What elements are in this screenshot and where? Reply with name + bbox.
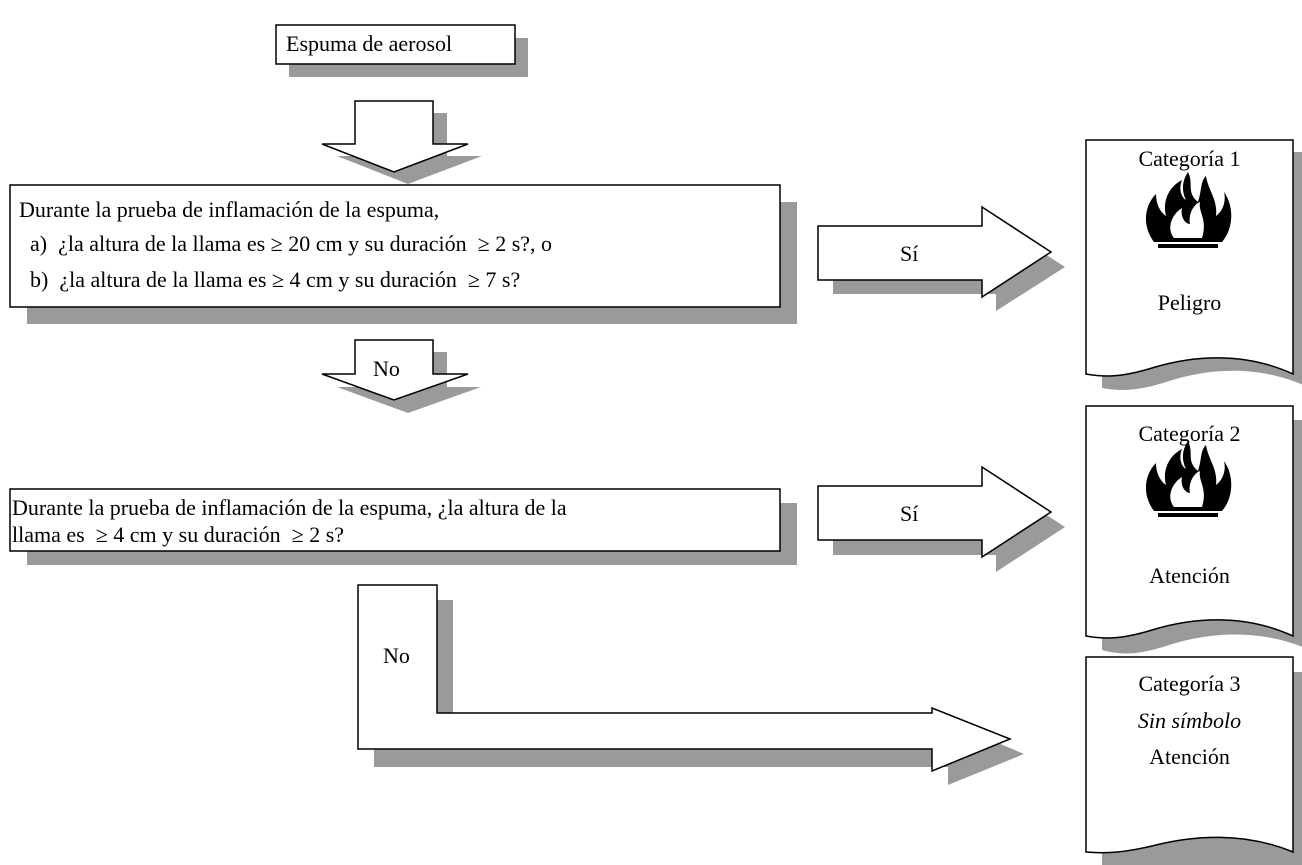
category-3-signal-word: Atención: [1149, 744, 1230, 769]
no-label-1: No: [373, 356, 400, 381]
question-2-line-1: Durante la prueba de inflamación de la e…: [12, 495, 567, 520]
no-label-2: No: [383, 643, 410, 668]
start-box: [275, 24, 528, 77]
category-3-label: Categoría 3: [1138, 671, 1241, 696]
down-arrow-start: [321, 100, 482, 184]
outcome-category-2: [1085, 405, 1302, 654]
question-1-box: [9, 184, 797, 324]
yes-label-1: Sí: [900, 241, 919, 266]
category-3-symbol-text: Sin símbolo: [1137, 708, 1242, 733]
outcome-category-1: [1085, 139, 1302, 390]
yes-arrow-2: [817, 465, 1065, 572]
yes-label-2: Sí: [900, 501, 919, 526]
category-1-label: Categoría 1: [1138, 146, 1241, 171]
question-1-line-1: Durante la prueba de inflamación de la e…: [19, 197, 440, 222]
no-arrow-2: [357, 584, 1024, 785]
outcome-category-3: [1085, 656, 1302, 865]
no-arrow-1: [321, 339, 481, 413]
category-2-signal-word: Atención: [1149, 563, 1230, 588]
yes-arrow-1: [817, 205, 1065, 311]
question-2-box: [9, 488, 797, 565]
question-1-line-a: a) ¿la altura de la llama es ≥ 20 cm y s…: [19, 231, 553, 256]
question-2-line-2: llama es ≥ 4 cm y su duración ≥ 2 s?: [12, 522, 345, 547]
category-1-signal-word: Peligro: [1157, 290, 1222, 315]
start-label: Espuma de aerosol: [286, 31, 453, 56]
question-1-line-b: b) ¿la altura de la llama es ≥ 4 cm y su…: [19, 267, 521, 292]
category-2-label: Categoría 2: [1138, 421, 1241, 446]
